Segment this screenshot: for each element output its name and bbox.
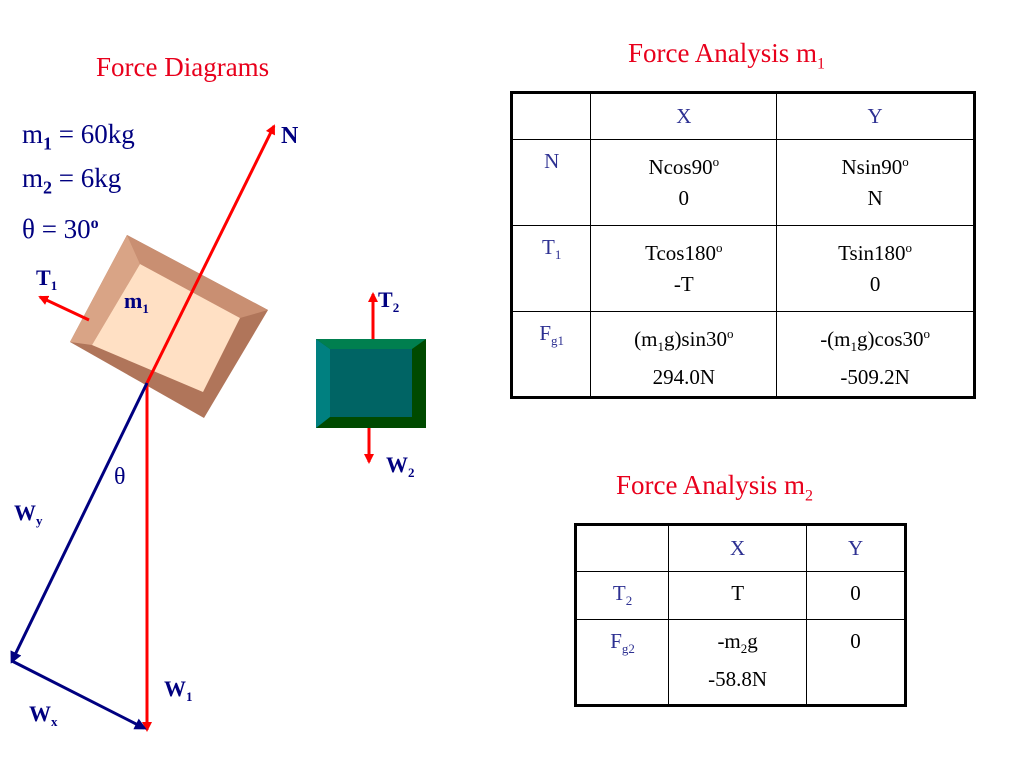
label-m1: m1: [124, 288, 149, 316]
table-header-row: X Y: [510, 92, 975, 140]
cell-T2-x: T: [668, 571, 808, 620]
block-m2-face: [330, 349, 412, 417]
tension-t1-arrow: [38, 295, 90, 322]
label-theta: θ: [114, 464, 126, 490]
label-W1: W1: [164, 676, 193, 704]
label-T1: T1: [36, 265, 57, 293]
table-row: T2 T 0: [574, 571, 906, 620]
weight-wx-arrow: [11, 659, 147, 730]
header-x: X: [668, 524, 808, 572]
given-theta: θ = 30o: [22, 213, 99, 244]
row-force-T1: T1: [510, 225, 592, 312]
label-Wx: Wx: [29, 701, 58, 729]
cell-Fg2-y: 0: [806, 619, 906, 706]
block-m1-face: [92, 264, 240, 392]
normal-force-arrow: [145, 124, 276, 384]
header-y: Y: [776, 92, 975, 140]
label-T2: T2: [378, 287, 399, 315]
table-row: Fg2 -m2g-58.8N 0: [574, 619, 906, 706]
row-force-T2: T2: [574, 571, 670, 620]
header-blank: [574, 524, 670, 572]
cell-Fg2-x: -m2g-58.8N: [668, 619, 808, 706]
row-force-Fg2: Fg2: [574, 619, 670, 706]
cell-T1-x: Tcos180o-T: [590, 225, 778, 312]
label-Wy: Wy: [14, 500, 43, 528]
analysis-m1-title: Force Analysis m1: [628, 38, 825, 73]
row-force-N: N: [510, 139, 592, 226]
row-force-Fg1: Fg1: [510, 311, 592, 398]
diagram-title: Force Diagrams: [96, 52, 270, 82]
block-m1: [70, 235, 268, 418]
block-m2: [316, 339, 426, 428]
header-y: Y: [806, 524, 906, 572]
label-W2: W2: [386, 452, 415, 480]
header-blank: [510, 92, 592, 140]
cell-Fg1-y: -(m1g)cos30o-509.2N: [776, 311, 975, 398]
table-header-row: X Y: [574, 524, 906, 572]
given-values: m1 = 60kg m2 = 6kg θ = 30o: [22, 117, 135, 247]
analysis-m2-title: Force Analysis m2: [616, 470, 813, 505]
weight-wy-arrow: [10, 382, 149, 664]
cell-T2-y: 0: [806, 571, 906, 620]
given-m2: m2 = 6kg: [22, 163, 122, 198]
label-N: N: [281, 123, 299, 149]
given-m1: m1 = 60kg: [22, 119, 135, 154]
header-x: X: [590, 92, 778, 140]
analysis-m2-table: X Y T2 T 0 Fg2 -m2g-58.8N 0: [574, 523, 907, 707]
